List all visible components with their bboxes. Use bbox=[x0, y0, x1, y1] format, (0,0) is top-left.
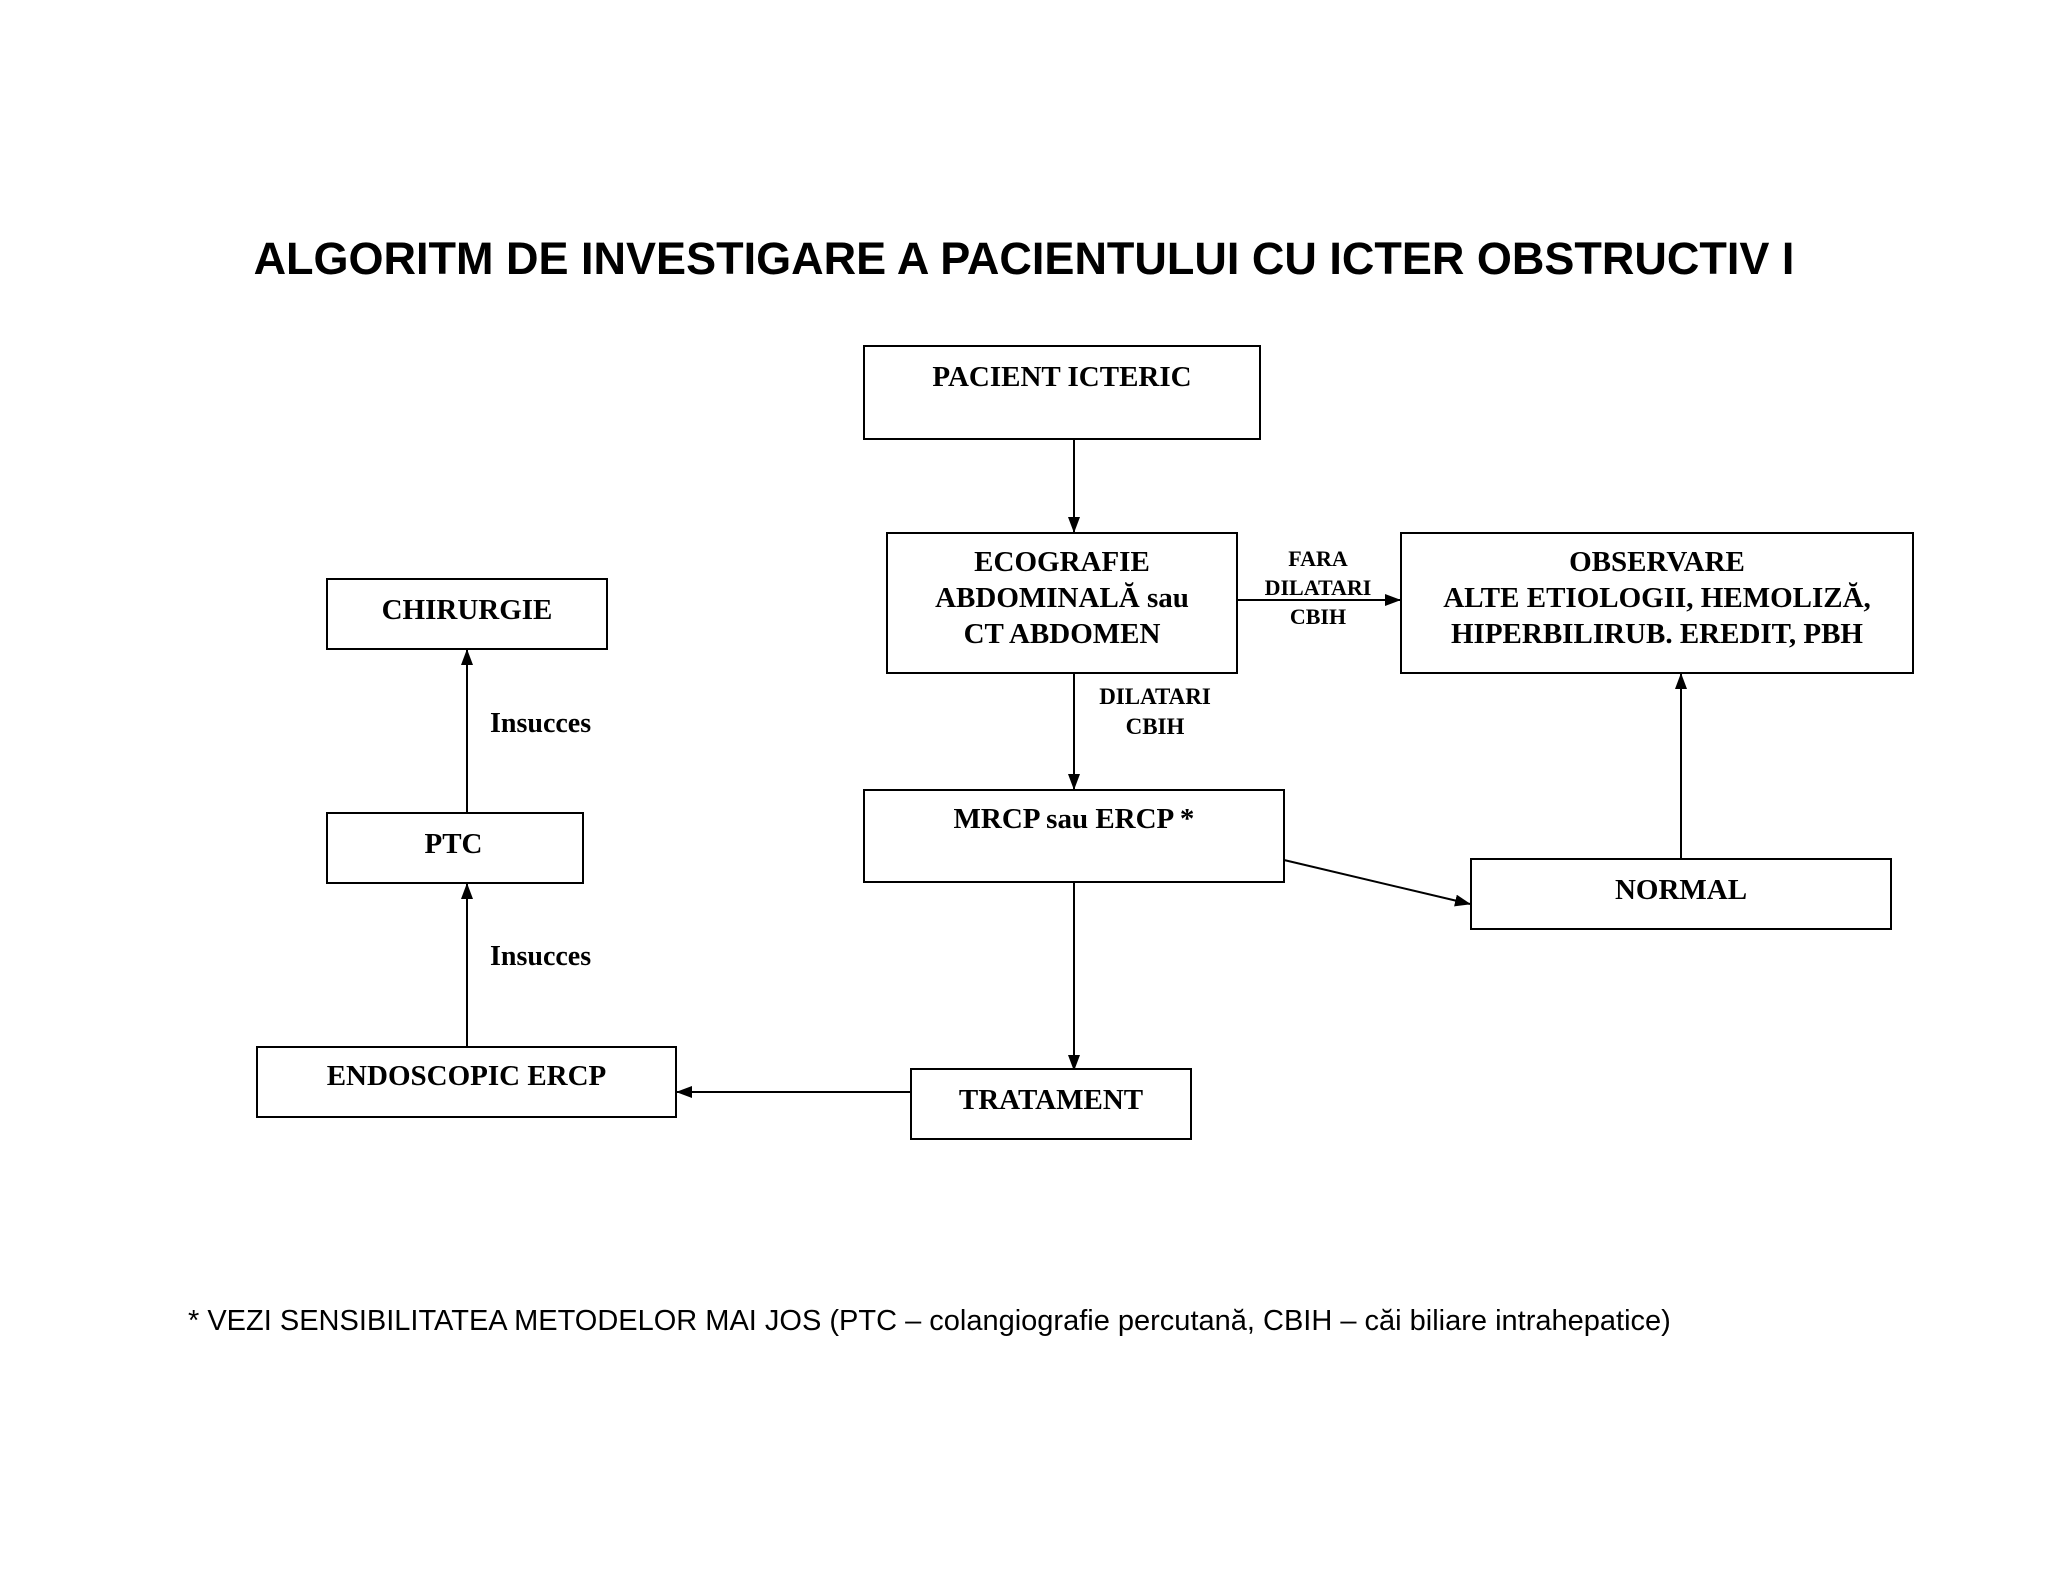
node-mrcp-ercp: MRCP sau ERCP * bbox=[863, 789, 1285, 883]
edge-label-insucces-lower: Insucces bbox=[490, 941, 592, 972]
edge-label-fara-dilatari: FARA DILATARI CBIH bbox=[1264, 546, 1372, 629]
node-pacient-icteric: PACIENT ICTERIC bbox=[863, 345, 1261, 440]
node-observare: OBSERVARE ALTE ETIOLOGII, HEMOLIZĂ, HIPE… bbox=[1400, 532, 1914, 674]
node-ecografie: ECOGRAFIE ABDOMINALĂ sau CT ABDOMEN bbox=[886, 532, 1238, 674]
node-ptc: PTC bbox=[326, 812, 584, 884]
edge-label-dilatari: DILATARI CBIH bbox=[1099, 684, 1211, 739]
node-endoscopic-ercp: ENDOSCOPIC ERCP bbox=[256, 1046, 677, 1118]
node-normal: NORMAL bbox=[1470, 858, 1892, 930]
page-title: ALGORITM DE INVESTIGARE A PACIENTULUI CU… bbox=[253, 233, 1795, 284]
node-chirurgie: CHIRURGIE bbox=[326, 578, 608, 650]
footnote: * VEZI SENSIBILITATEA METODELOR MAI JOS … bbox=[188, 1305, 1671, 1337]
node-tratament: TRATAMENT bbox=[910, 1068, 1192, 1140]
edge-label-insucces-upper: Insucces bbox=[490, 708, 592, 739]
arrow-mrcp-to-normal bbox=[1283, 859, 1471, 907]
